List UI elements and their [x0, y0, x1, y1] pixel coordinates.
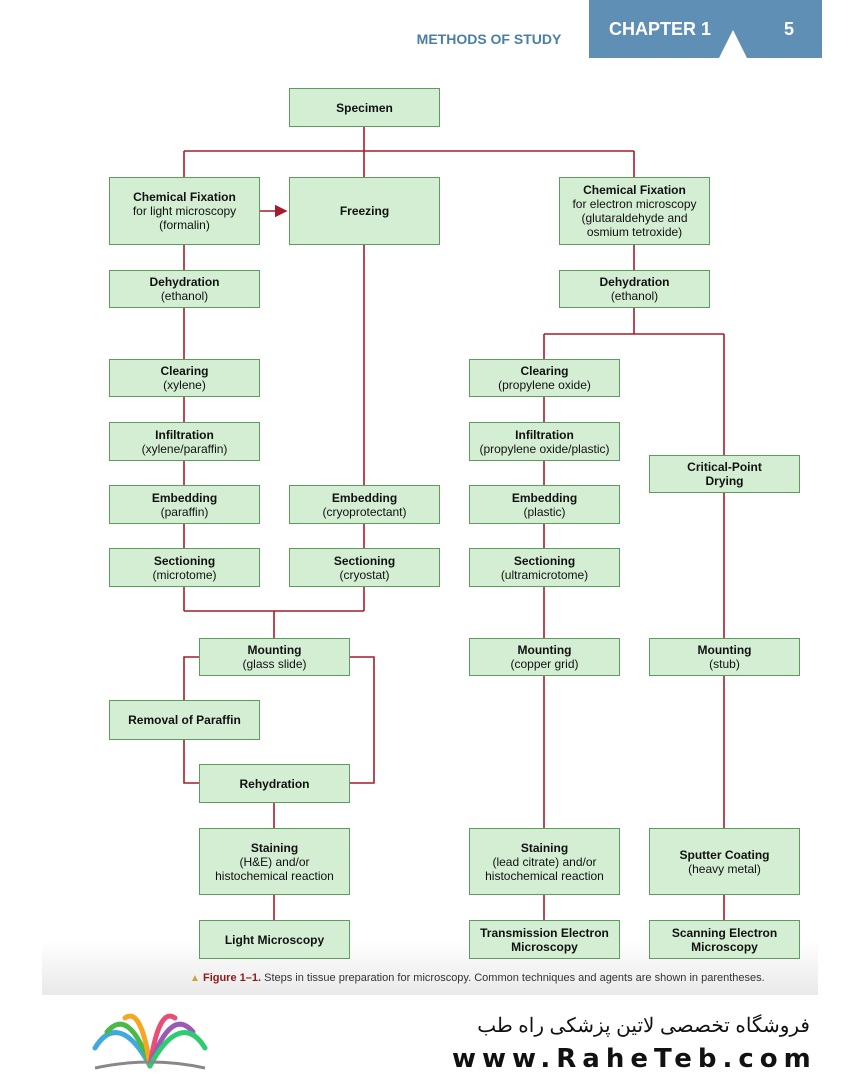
box-sub: for light microscopy (formalin) [132, 204, 237, 232]
box-title: Clearing [160, 364, 209, 378]
box-title: Dehydration [149, 275, 220, 289]
open-book-icon [92, 1013, 208, 1070]
box-freezing: Freezing [289, 177, 440, 245]
box-sub: for electron microscopy (glutaraldehyde … [572, 197, 697, 239]
box-title: Staining [520, 840, 569, 855]
box-sub: (glass slide) [242, 657, 307, 671]
box-clearing-lm: Clearing (xylene) [109, 359, 260, 397]
box-sub: (ethanol) [610, 289, 659, 303]
box-mounting-tem: Mounting (copper grid) [469, 638, 620, 676]
box-staining-tem: Staining (lead citrate) and/or histochem… [469, 828, 620, 895]
box-infiltration-lm: Infiltration (xylene/paraffin) [109, 422, 260, 461]
box-staining-lm: Staining (H&E) and/or histochemical reac… [199, 828, 350, 895]
box-sub: (cryostat) [339, 567, 390, 582]
box-title: Embedding [511, 490, 578, 505]
box-sub: (xylene) [163, 378, 206, 392]
box-title: Specimen [336, 100, 393, 115]
box-sub: (xylene/paraffin) [141, 441, 228, 456]
box-sub: (heavy metal) [688, 861, 761, 876]
box-sub: (lead citrate) and/or histochemical reac… [485, 854, 604, 883]
box-embedding-lm: Embedding (paraffin) [109, 485, 260, 524]
figure-caption: ▲ Figure 1–1. Steps in tissue preparatio… [190, 972, 765, 984]
box-title: Mounting [247, 643, 302, 657]
box-infiltration-em: Infiltration (propylene oxide/plastic) [469, 422, 620, 461]
box-critical-point-drying: Critical-Point Drying [649, 455, 800, 493]
box-sputter-coating: Sputter Coating (heavy metal) [649, 828, 800, 895]
box-mounting-lm: Mounting (glass slide) [199, 638, 350, 676]
box-chemical-fixation-em: Chemical Fixation for electron microscop… [559, 177, 710, 245]
box-title: Sectioning [153, 553, 216, 568]
caption-text: Steps in tissue preparation for microsco… [264, 972, 765, 984]
box-title: Sectioning [513, 553, 576, 568]
box-sectioning-lm: Sectioning (microtome) [109, 548, 260, 587]
box-sub: (microtome) [152, 567, 217, 582]
box-dehydration-em: Dehydration (ethanol) [559, 270, 710, 308]
box-sub: (cryoprotectant) [322, 504, 407, 519]
figure-label: Figure 1–1. [202, 972, 262, 984]
box-sub: (propylene oxide/plastic) [479, 441, 610, 456]
chapter-tab: CHAPTER 1 5 [589, 0, 822, 58]
website-url: www.RaheTeb.com [452, 1044, 817, 1074]
box-clearing-em: Clearing (propylene oxide) [469, 359, 620, 397]
box-title: Mounting [697, 643, 752, 657]
box-sub: (copper grid) [510, 657, 579, 671]
box-rehydration: Rehydration [199, 764, 350, 803]
box-sem: Scanning Electron Microscopy [649, 920, 800, 959]
box-light-microscopy: Light Microscopy [199, 920, 350, 959]
box-title: Chemical Fixation [583, 183, 686, 197]
box-title: Freezing [339, 204, 390, 218]
box-dehydration-lm: Dehydration (ethanol) [109, 270, 260, 308]
box-title: Clearing [520, 364, 569, 378]
box-sub: (paraffin) [160, 504, 209, 519]
box-chemical-fixation-lm: Chemical Fixation for light microscopy (… [109, 177, 260, 245]
box-sub: (ethanol) [160, 289, 209, 303]
box-title: Critical-Point Drying [687, 460, 762, 488]
box-sub: (stub) [709, 657, 740, 671]
box-embedding-em: Embedding (plastic) [469, 485, 620, 524]
box-title: Removal of Paraffin [128, 713, 241, 727]
box-sub: (H&E) and/or histochemical reaction [215, 854, 334, 883]
box-sectioning-em: Sectioning (ultramicrotome) [469, 548, 620, 587]
box-mounting-sem: Mounting (stub) [649, 638, 800, 676]
box-title: Staining [250, 840, 299, 855]
box-removal-of-paraffin: Removal of Paraffin [109, 700, 260, 740]
chapter-label: CHAPTER 1 [609, 19, 712, 39]
box-sub: (plastic) [523, 504, 566, 519]
box-sub: (propylene oxide) [498, 378, 591, 392]
box-title: Sectioning [333, 553, 396, 568]
box-title: Infiltration [155, 427, 214, 442]
box-title: Infiltration [515, 427, 574, 442]
box-embedding-frz: Embedding (cryoprotectant) [289, 485, 440, 524]
tab-notch [719, 30, 747, 58]
box-title: Light Microscopy [224, 932, 325, 947]
store-name: فروشگاه تخصصی لاتین پزشکی راه طب [477, 1015, 810, 1037]
box-title: Transmission Electron Microscopy [480, 925, 609, 954]
box-title: Rehydration [239, 776, 310, 791]
page-number: 5 [783, 19, 794, 39]
caption-marker-icon: ▲ [190, 973, 200, 984]
section-title: METHODS OF STUDY [416, 31, 562, 47]
box-sub: (ultramicrotome) [500, 567, 589, 582]
box-specimen: Specimen [289, 88, 440, 127]
box-title: Embedding [331, 490, 398, 505]
box-title: Sputter Coating [679, 847, 770, 862]
box-title: Dehydration [599, 275, 670, 289]
box-title: Chemical Fixation [133, 190, 236, 204]
box-sectioning-frz: Sectioning (cryostat) [289, 548, 440, 587]
box-title: Embedding [151, 490, 218, 505]
box-tem: Transmission Electron Microscopy [469, 920, 620, 959]
box-title: Scanning Electron Microscopy [671, 925, 778, 954]
box-title: Mounting [517, 643, 572, 657]
